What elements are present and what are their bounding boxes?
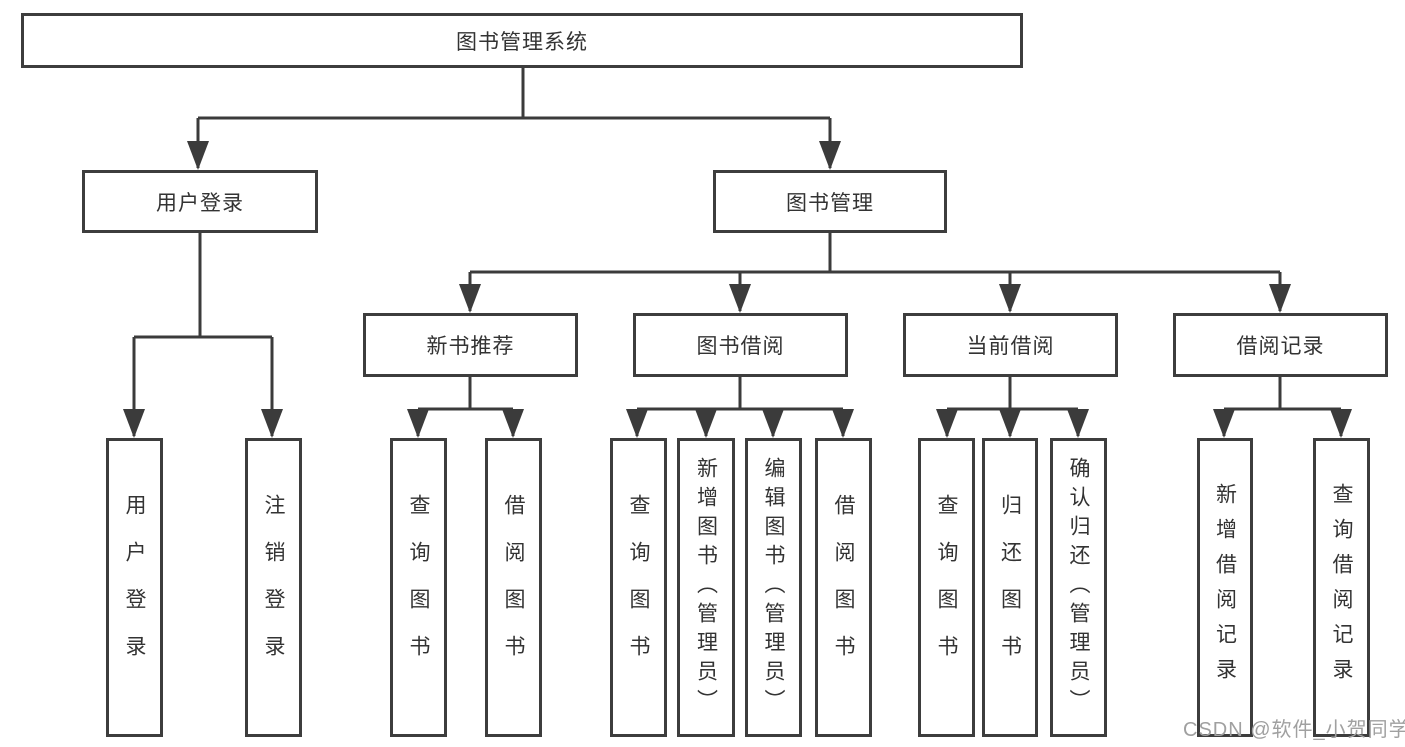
leaf-borrow-books-recommend: 借阅图书 — [485, 438, 542, 737]
node-new-book-recommend: 新书推荐 — [363, 313, 578, 377]
leaf-logout-label: 注销登录 — [262, 493, 285, 682]
node-root-label: 图书管理系统 — [456, 30, 588, 54]
node-current-borrowing-label: 当前借阅 — [966, 335, 1055, 358]
edges-borrowing-records-children — [1213, 377, 1352, 438]
node-user-login: 用户登录 — [82, 170, 318, 233]
leaf-query-books-current: 查询图书 — [918, 438, 975, 737]
leaf-logout: 注销登录 — [245, 438, 302, 737]
leaf-return-books: 归还图书 — [982, 438, 1038, 737]
leaf-add-borrow-record-label: 新增借阅记录 — [1213, 482, 1237, 693]
edges-book-borrowing-children — [626, 377, 854, 438]
node-current-borrowing: 当前借阅 — [903, 313, 1118, 377]
leaf-query-borrow-record: 查询借阅记录 — [1313, 438, 1370, 737]
node-user-login-label: 用户登录 — [156, 191, 244, 215]
leaf-confirm-return-admin-label: 确认归还（管理员） — [1067, 457, 1090, 718]
edges-book-management-children — [459, 233, 1291, 313]
leaf-user-login-label: 用户登录 — [123, 493, 146, 682]
leaf-query-books-recommend: 查询图书 — [390, 438, 447, 737]
leaf-query-books-current-label: 查询图书 — [935, 493, 958, 682]
node-book-borrowing-label: 图书借阅 — [696, 335, 785, 358]
leaf-edit-book-admin-label: 编辑图书（管理员） — [762, 457, 785, 718]
leaf-add-book-admin: 新增图书（管理员） — [677, 438, 735, 737]
edges-current-borrowing-children — [936, 377, 1089, 438]
leaf-add-book-admin-label: 新增图书（管理员） — [694, 457, 718, 718]
leaf-user-login: 用户登录 — [106, 438, 163, 737]
node-borrowing-records-label: 借阅记录 — [1236, 335, 1325, 358]
edges-root-children — [187, 68, 841, 170]
node-book-management: 图书管理 — [713, 170, 947, 233]
leaf-edit-book-admin: 编辑图书（管理员） — [745, 438, 802, 737]
leaf-return-books-label: 归还图书 — [998, 493, 1022, 682]
leaf-query-borrow-record-label: 查询借阅记录 — [1330, 482, 1353, 693]
node-book-borrowing: 图书借阅 — [633, 313, 848, 377]
node-book-management-label: 图书管理 — [786, 191, 874, 215]
leaf-confirm-return-admin: 确认归还（管理员） — [1050, 438, 1107, 737]
leaf-borrow-books-recommend-label: 借阅图书 — [502, 493, 525, 682]
leaf-query-books-borrowing-label: 查询图书 — [627, 493, 650, 682]
leaf-borrow-books-borrowing: 借阅图书 — [815, 438, 872, 737]
node-new-book-recommend-label: 新书推荐 — [426, 335, 515, 358]
edges-new-book-recommend-children — [407, 377, 524, 438]
edges-user-login-children — [123, 233, 283, 438]
watermark: CSDN @软件_小贺同学 — [1183, 719, 1405, 741]
leaf-add-borrow-record: 新增借阅记录 — [1197, 438, 1253, 737]
node-root: 图书管理系统 — [21, 13, 1023, 68]
leaf-query-books-borrowing: 查询图书 — [610, 438, 667, 737]
leaf-borrow-books-borrowing-label: 借阅图书 — [832, 493, 855, 682]
leaf-query-books-recommend-label: 查询图书 — [407, 493, 430, 682]
node-borrowing-records: 借阅记录 — [1173, 313, 1388, 377]
